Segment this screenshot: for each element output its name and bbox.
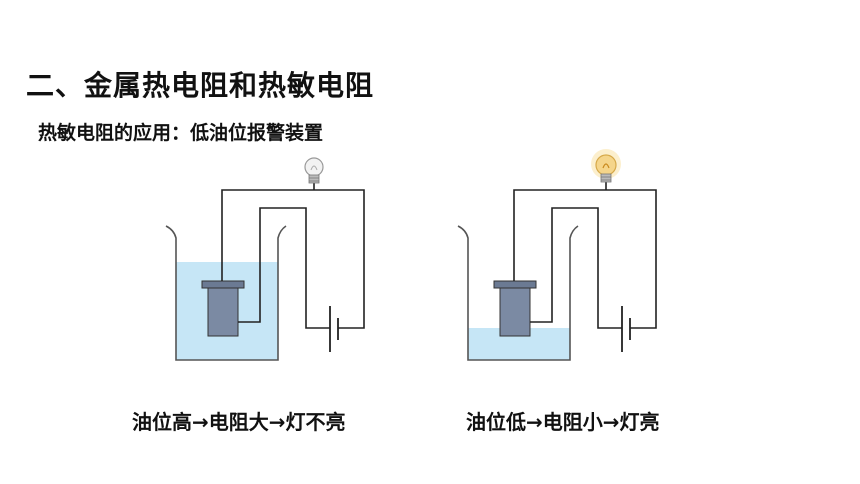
- caption-low-oil: 油位低→电阻小→灯亮: [466, 410, 660, 434]
- thermistor-cap-right: [493, 280, 537, 289]
- slide-title: 二、金属热电阻和热敏电阻: [26, 69, 375, 102]
- thermistor-left: [207, 287, 239, 337]
- wires-right: [513, 182, 657, 329]
- thermistor-cap-left: [201, 280, 245, 289]
- lamp-off-icon: [304, 157, 324, 184]
- beaker-left: [165, 225, 287, 361]
- beaker-right: [457, 225, 579, 361]
- thermistor-right: [499, 287, 531, 337]
- slide-subtitle: 热敏电阻的应用：低油位报警装置: [38, 122, 324, 144]
- lamp-on-icon: [591, 149, 621, 183]
- circuit-right: [457, 149, 657, 361]
- caption-high-oil: 油位高→电阻大→灯不亮: [132, 410, 346, 434]
- circuit-left: [165, 157, 365, 361]
